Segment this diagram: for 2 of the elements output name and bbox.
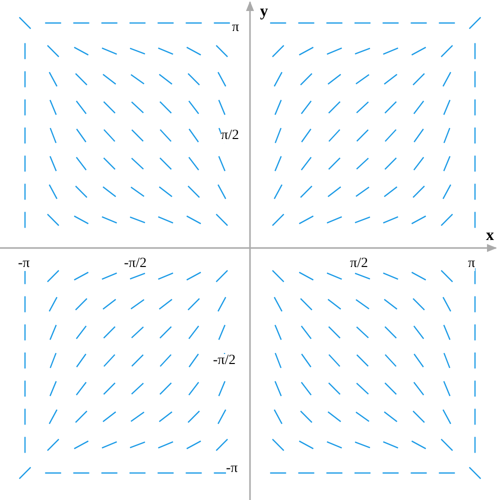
tick-label: -π/2	[213, 354, 236, 368]
tick-label: π/2	[221, 129, 239, 143]
